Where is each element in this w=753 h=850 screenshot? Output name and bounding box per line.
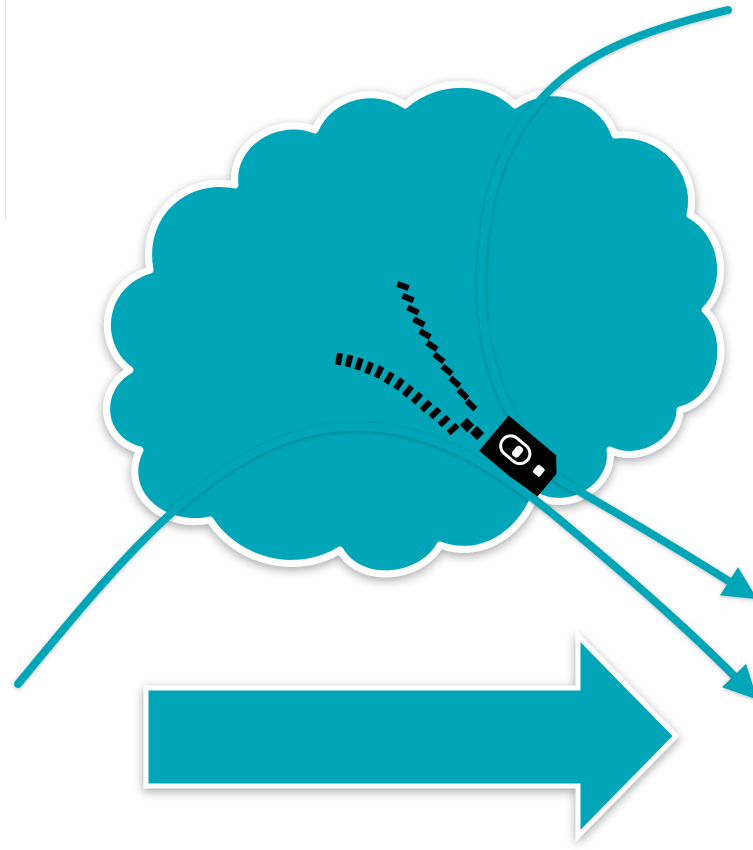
cloud-icon xyxy=(107,84,721,574)
upper-exit-arrow xyxy=(560,480,746,592)
right-arrow-icon xyxy=(146,636,676,836)
